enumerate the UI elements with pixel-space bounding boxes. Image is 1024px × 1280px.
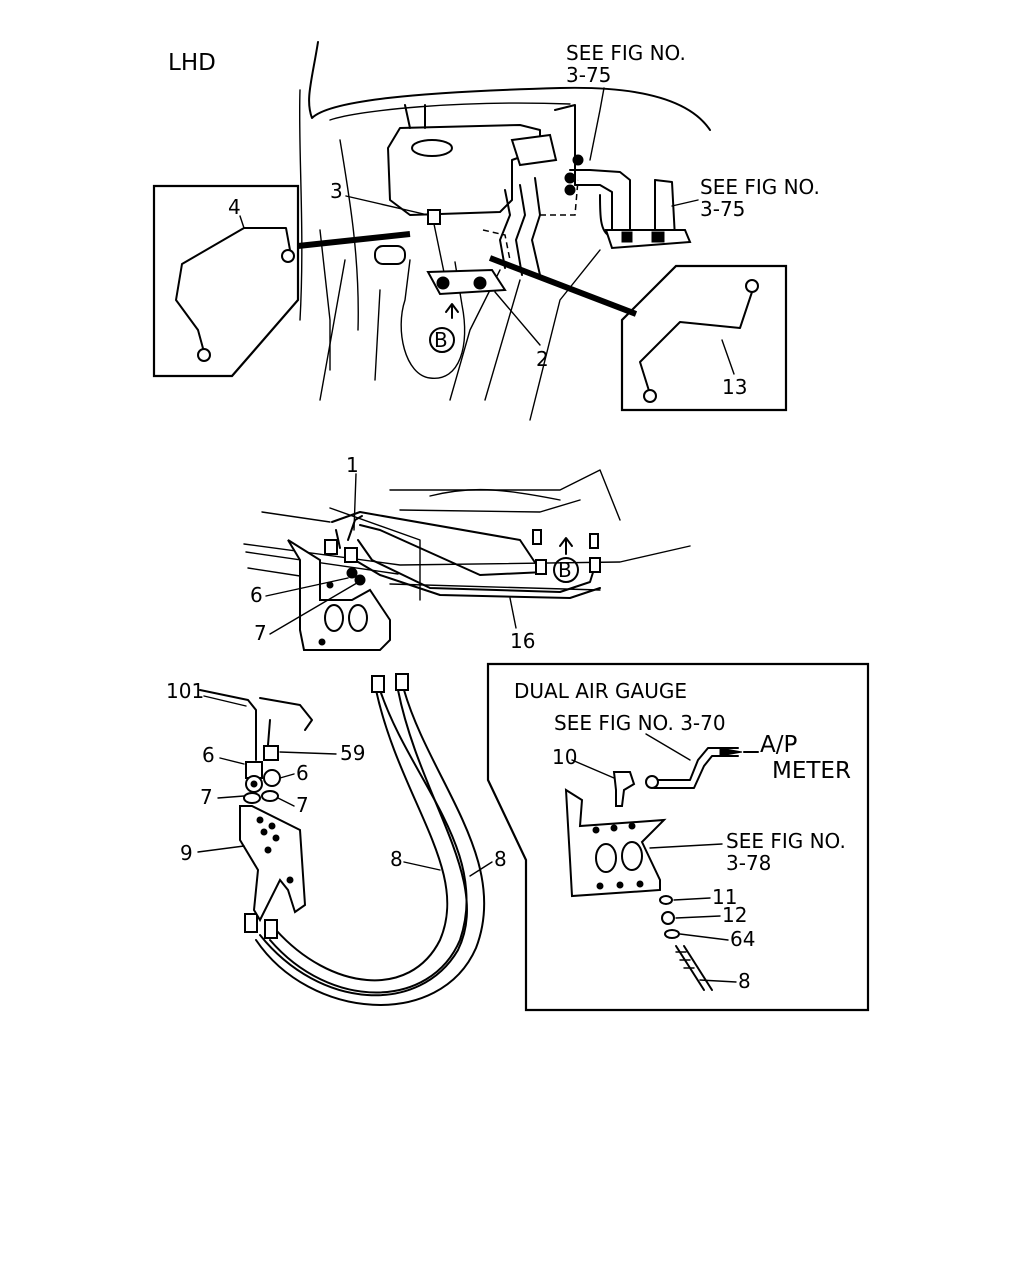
callout-59: 59 bbox=[340, 741, 365, 765]
junction-block-right bbox=[564, 154, 692, 250]
callout-6-mid: 6 bbox=[250, 583, 263, 607]
fittings-101-59 bbox=[199, 689, 313, 804]
callout-64: 64 bbox=[730, 927, 755, 951]
callout-2: 2 bbox=[536, 347, 549, 371]
leader-thick-right bbox=[488, 255, 638, 317]
bracket-9 bbox=[239, 805, 307, 923]
see-fig-3-78-line1: SEE FIG NO. bbox=[726, 829, 846, 853]
callout-8-right: 8 bbox=[494, 847, 507, 871]
ap-label-line2: METER bbox=[772, 758, 851, 784]
connector-bracket-2: 2 bbox=[374, 245, 549, 371]
callout-7-mid: 7 bbox=[254, 621, 267, 645]
callout-6-lower-right: 6 bbox=[296, 761, 309, 785]
callout-16: 16 bbox=[510, 629, 535, 653]
callout-101: 101 bbox=[166, 679, 204, 703]
callout-13: 13 bbox=[722, 375, 747, 399]
ap-label-line1: A/P bbox=[760, 732, 797, 758]
view-b-label-mid: B bbox=[558, 558, 572, 582]
right-see-fig-line1: SEE FIG NO. bbox=[700, 175, 820, 199]
top-see-fig-reference: SEE FIG NO. 3-75 bbox=[566, 41, 686, 161]
callout-3: 3 bbox=[330, 179, 343, 203]
right-see-fig-line2: 3-75 bbox=[700, 197, 745, 221]
callout-12: 12 bbox=[722, 903, 747, 927]
view-b-marker-mid: B bbox=[553, 537, 579, 583]
callout-7-lower-left: 7 bbox=[200, 785, 213, 809]
cab-body-outline bbox=[298, 41, 711, 421]
callout-9: 9 bbox=[180, 841, 193, 865]
bracket-mid bbox=[287, 539, 391, 651]
callout-7-lower-right: 7 bbox=[296, 793, 309, 817]
inset-box-part-4: 4 bbox=[152, 184, 300, 378]
top-brake-pipes bbox=[482, 169, 676, 276]
top-see-fig-line2: 3-75 bbox=[566, 63, 611, 87]
callout-10: 10 bbox=[552, 745, 577, 769]
callout-8-left: 8 bbox=[390, 847, 403, 871]
right-see-fig-reference: SEE FIG NO. 3-75 bbox=[671, 175, 820, 221]
view-b-label-top: B bbox=[434, 328, 448, 352]
dual-air-gauge-title: DUAL AIR GAUGE bbox=[514, 679, 687, 703]
callout-11: 11 bbox=[712, 885, 737, 909]
top-see-fig-line1: SEE FIG NO. bbox=[566, 41, 686, 65]
hoses-8 bbox=[244, 673, 486, 1006]
dual-air-gauge-inset: DUAL AIR GAUGE SEE FIG NO. 3-70 A/P METE… bbox=[486, 662, 870, 1012]
callout-4: 4 bbox=[228, 195, 241, 219]
pipes-1-16 bbox=[324, 511, 601, 599]
callout-6-lower-left: 6 bbox=[202, 743, 215, 767]
diagram-title: LHD bbox=[168, 50, 216, 76]
inset-box-part-13: 13 bbox=[620, 264, 788, 412]
view-b-marker-top: B bbox=[429, 303, 459, 353]
callout-8-gauge: 8 bbox=[738, 969, 751, 993]
leader-thick-left bbox=[297, 231, 411, 249]
callout-1: 1 bbox=[346, 453, 359, 477]
see-fig-3-70: SEE FIG NO. 3-70 bbox=[554, 711, 726, 735]
see-fig-3-78-line2: 3-78 bbox=[726, 851, 771, 875]
master-cylinder bbox=[387, 104, 576, 216]
bolt-part: 3 bbox=[330, 179, 447, 283]
